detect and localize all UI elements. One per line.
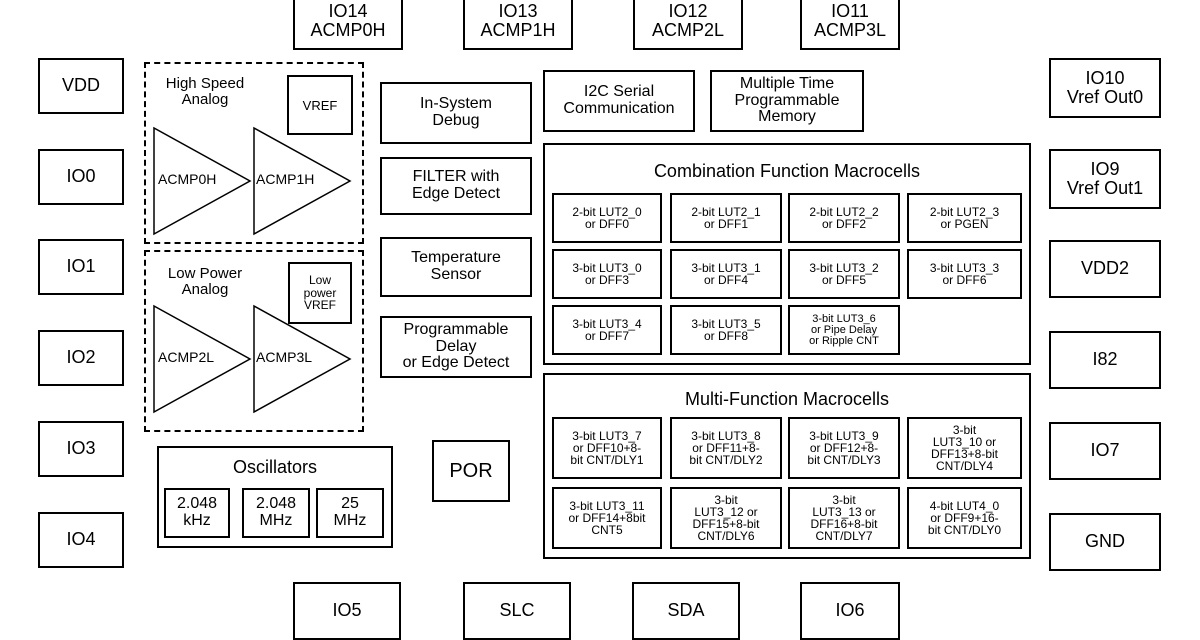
cell-lut2-3: 2-bit LUT2_3 or PGEN — [907, 193, 1022, 243]
cell-lut3-6: 3-bit LUT3_6 or Pipe Delay or Ripple CNT — [788, 305, 900, 355]
temperature-sensor-block: Temperature Sensor — [380, 237, 532, 297]
i2c-serial-block: I2C Serial Communication — [543, 70, 695, 132]
acmp0h-label: ACMP0H — [158, 171, 217, 187]
pin-io4: IO4 — [38, 512, 124, 568]
pin-io7: IO7 — [1049, 422, 1161, 480]
mtp-memory-block: Multiple Time Programmable Memory — [710, 70, 864, 132]
acmp1h-label: ACMP1H — [256, 171, 315, 187]
acmp0h-comparator — [153, 126, 252, 236]
pin-io13-acmp1h: IO13 ACMP1H — [463, 0, 573, 50]
oscillators-title: Oscillators — [232, 457, 317, 477]
pin-vdd2: VDD2 — [1049, 240, 1161, 298]
cell-lut3-5: 3-bit LUT3_5 or DFF8 — [670, 305, 782, 355]
cell-lut3-1: 3-bit LUT3_1 or DFF4 — [670, 249, 782, 299]
cell-lut2-2: 2-bit LUT2_2 or DFF2 — [788, 193, 900, 243]
cell-lut3-12: 3-bit LUT3_12 or DFF15+8-bit CNT/DLY6 — [670, 487, 782, 549]
acmp3l-comparator — [253, 304, 352, 414]
pin-io9-vref-out1: IO9 Vref Out1 — [1049, 149, 1161, 209]
low-power-analog-region — [144, 250, 364, 432]
por-block: POR — [432, 440, 510, 502]
cell-lut3-8: 3-bit LUT3_8 or DFF11+8- bit CNT/DLY2 — [670, 417, 782, 479]
combination-macrocells-title: Combination Function Macrocells — [653, 161, 921, 181]
cell-lut3-4: 3-bit LUT3_4 or DFF7 — [552, 305, 662, 355]
pin-io11-acmp3l: IO11 ACMP3L — [800, 0, 900, 50]
pin-slc: SLC — [463, 582, 571, 640]
high-speed-analog-region — [144, 62, 364, 244]
pin-io10-vref-out0: IO10 Vref Out0 — [1049, 58, 1161, 118]
low-power-vref: Low power VREF — [288, 262, 352, 324]
cell-lut3-13: 3-bit LUT3_13 or DFF16+8-bit CNT/DLY7 — [788, 487, 900, 549]
high-speed-analog-title: High Speed Analog — [165, 75, 245, 108]
high-speed-vref: VREF — [287, 75, 353, 135]
cell-lut2-0: 2-bit LUT2_0 or DFF0 — [552, 193, 662, 243]
acmp1h-comparator — [253, 126, 352, 236]
cell-lut3-2: 3-bit LUT3_2 or DFF5 — [788, 249, 900, 299]
cell-lut3-9: 3-bit LUT3_9 or DFF12+8- bit CNT/DLY3 — [788, 417, 900, 479]
pin-io6: IO6 — [800, 582, 900, 640]
pin-io3: IO3 — [38, 421, 124, 477]
programmable-delay-block: Programmable Delay or Edge Detect — [380, 316, 532, 378]
pin-io1: IO1 — [38, 239, 124, 295]
cell-lut4-0: 4-bit LUT4_0 or DFF9+16- bit CNT/DLY0 — [907, 487, 1022, 549]
cell-lut2-1: 2-bit LUT2_1 or DFF1 — [670, 193, 782, 243]
acmp3l-label: ACMP3L — [256, 349, 313, 365]
acmp2l-label: ACMP2L — [158, 349, 215, 365]
pin-io14-acmp0h: IO14 ACMP0H — [293, 0, 403, 50]
low-power-analog-title: Low Power Analog — [167, 265, 243, 298]
acmp2l-comparator — [153, 304, 252, 414]
cell-lut3-10: 3-bit LUT3_10 or DFF13+8-bit CNT/DLY4 — [907, 417, 1022, 479]
pin-io5: IO5 — [293, 582, 401, 640]
multifunction-macrocells-title: Multi-Function Macrocells — [684, 389, 890, 409]
cell-lut3-7: 3-bit LUT3_7 or DFF10+8- bit CNT/DLY1 — [552, 417, 662, 479]
pin-vdd: VDD — [38, 58, 124, 114]
pin-i82: I82 — [1049, 331, 1161, 389]
pin-io2: IO2 — [38, 330, 124, 386]
cell-lut3-0: 3-bit LUT3_0 or DFF3 — [552, 249, 662, 299]
pin-io0: IO0 — [38, 149, 124, 205]
pin-sda: SDA — [632, 582, 740, 640]
pin-gnd: GND — [1049, 513, 1161, 571]
pin-io12-acmp2l: IO12 ACMP2L — [633, 0, 743, 50]
cell-lut3-3: 3-bit LUT3_3 or DFF6 — [907, 249, 1022, 299]
osc-25-mhz: 25 MHz — [316, 488, 384, 538]
osc-2048-mhz: 2.048 MHz — [242, 488, 310, 538]
in-system-debug-block: In-System Debug — [380, 82, 532, 144]
cell-lut3-11: 3-bit LUT3_11 or DFF14+8bit CNT5 — [552, 487, 662, 549]
osc-2048-khz: 2.048 kHz — [164, 488, 230, 538]
filter-edge-detect-block: FILTER with Edge Detect — [380, 157, 532, 215]
